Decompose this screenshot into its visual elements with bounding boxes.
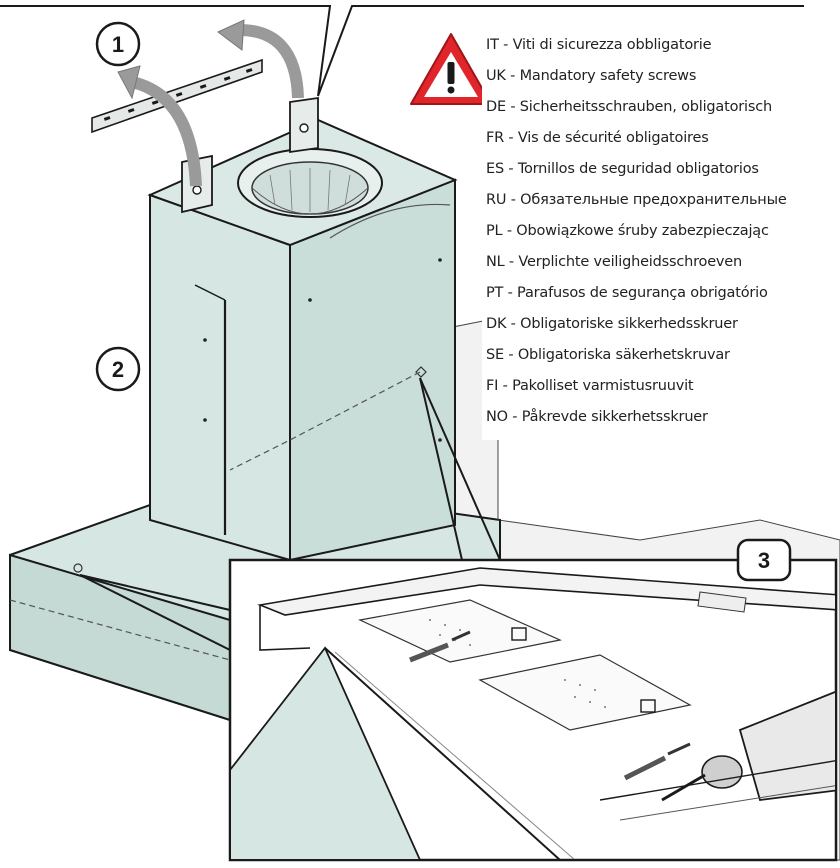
- top-callout-outline: [0, 5, 804, 97]
- warning-triangle-icon: [410, 33, 492, 105]
- svg-text:1: 1: [112, 32, 124, 57]
- step-badge-3: 3: [736, 538, 792, 582]
- legend-item-de: DE - Sicherheitsschrauben, obligatorisch: [486, 99, 772, 115]
- legend-item-fi: FI - Pakolliset varmistusruuvit: [486, 378, 694, 394]
- legend-item-pt: PT - Parafusos de segurança obrigatório: [486, 285, 768, 301]
- mounting-bracket-right: [289, 96, 319, 154]
- chimney: [147, 96, 458, 562]
- legend-item-nl: NL - Verplichte veiligheidsschroeven: [486, 254, 743, 270]
- legend-item-dk: DK - Obligatoriske sikkerhedsskruer: [486, 316, 738, 332]
- step-badge-1: 1: [95, 21, 141, 67]
- wall-rail: [91, 58, 263, 134]
- rotate-arrow-left-icon: [117, 65, 202, 187]
- legend-item-se: SE - Obligatoriska säkerhetskruvar: [486, 347, 730, 363]
- legend-item-ru: RU - Обязательные предохранительные: [486, 192, 787, 208]
- detail-inset: 3: [228, 538, 838, 862]
- screw-dowel-bottom: [623, 742, 691, 781]
- legend-item-no: NO - Påkrevde sikkerhetsskruer: [486, 409, 708, 425]
- screw-dowel-top: [409, 630, 471, 663]
- rotate-arrow-right-icon: [217, 19, 304, 99]
- svg-text:2: 2: [112, 357, 124, 382]
- legend-item-uk: UK - Mandatory safety screws: [486, 68, 697, 84]
- legend-item-it: IT - Viti di sicurezza obbligatorie: [486, 37, 712, 53]
- legend-backdrop: [482, 30, 840, 440]
- safety-screw-legend: IT - Viti di sicurezza obbligatorie UK -…: [486, 30, 840, 433]
- svg-text:3: 3: [758, 548, 770, 573]
- step-badge-2: 2: [95, 346, 141, 392]
- legend-item-es: ES - Tornillos de seguridad obligatorios: [486, 161, 759, 177]
- legend-item-pl: PL - Obowiązkowe śruby zabezpieczając: [486, 223, 769, 239]
- legend-item-fr: FR - Vis de sécurité obligatoires: [486, 130, 709, 146]
- zoom-callout-lines: [79, 377, 501, 651]
